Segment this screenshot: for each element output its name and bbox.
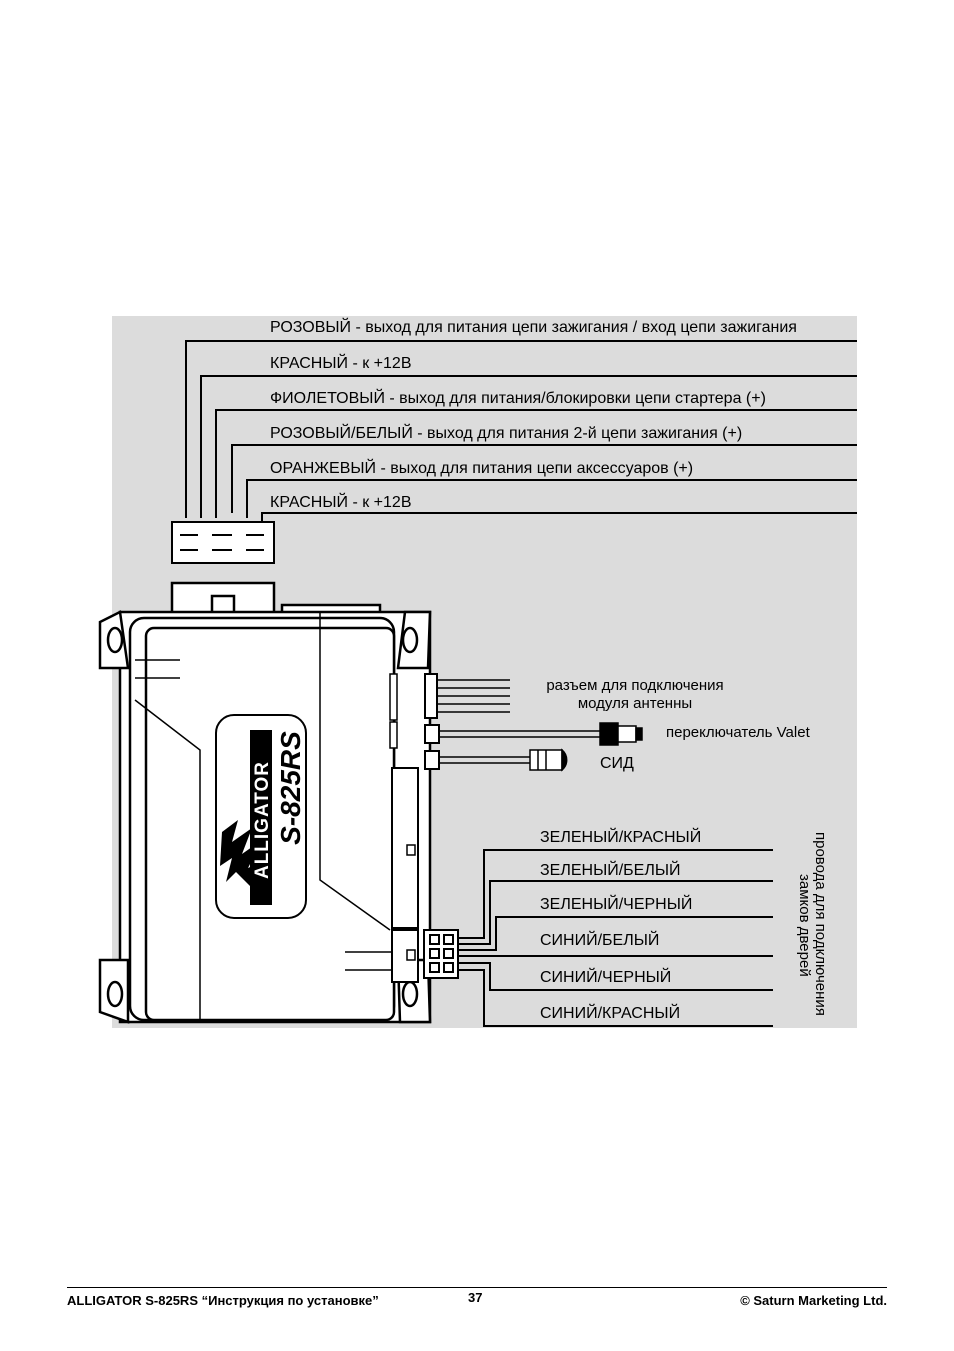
module-holes: [106, 626, 419, 1008]
top-wire-1-line: [185, 340, 857, 518]
antenna-label-line1: разъем для подключения: [546, 677, 723, 694]
device-brand: ALLIGATOR: [252, 761, 273, 879]
door-lock-connector: [423, 929, 459, 979]
door-wire-6-label: СИНИЙ/КРАСНЫЙ: [540, 1003, 680, 1022]
footer-copyright: © Saturn Marketing Ltd.: [740, 1293, 887, 1308]
door-caption-line1: провода для подключения: [812, 832, 829, 1016]
power-connector: [171, 521, 275, 564]
valet-label: переключатель Valet: [666, 724, 811, 741]
door-wire-labels: ЗЕЛЕНЫЙ/КРАСНЫЙ ЗЕЛЕНЫЙ/БЕЛЫЙ ЗЕЛЕНЫЙ/ЧЕ…: [540, 827, 701, 1022]
top-wire-4-label: РОЗОВЫЙ/БЕЛЫЙ - выход для питания 2-й це…: [270, 423, 742, 442]
led-icon: [529, 748, 568, 772]
footer-rule: [67, 1287, 887, 1288]
top-wire-1-label: РОЗОВЫЙ - выход для питания цепи зажиган…: [270, 317, 797, 336]
side-labels: разъем для подключения модуля антенны пе…: [546, 677, 810, 772]
top-wire-3-label: ФИОЛЕТОВЫЙ - выход для питания/блокировк…: [270, 388, 766, 407]
door-wire-3-line: [458, 916, 773, 951]
door-caption-line2: замков дверей: [796, 874, 813, 977]
door-lock-wires: [458, 849, 773, 1027]
door-wire-1-label: ЗЕЛЕНЫЙ/КРАСНЫЙ: [540, 827, 701, 846]
antenna-wires: [437, 679, 600, 764]
door-caption: провода для подключения замков дверей: [796, 832, 829, 1016]
device-label-plate: ALLIGATOR S-825RS: [215, 714, 307, 919]
valet-switch-icon: [599, 722, 643, 746]
alligator-logo-mark: [220, 820, 270, 890]
device-model: S-825RS: [275, 731, 306, 845]
door-wire-6-line: [458, 969, 773, 1027]
antenna-label-line2: модуля антенны: [578, 695, 692, 712]
door-wire-2-label: ЗЕЛЕНЫЙ/БЕЛЫЙ: [540, 860, 681, 879]
mount-hole-bottom-right: [401, 980, 419, 1008]
antenna-connector: [424, 673, 438, 719]
mount-hole-top-left: [106, 626, 124, 654]
footer-page-number: 37: [468, 1290, 483, 1305]
top-wire-harness: [185, 340, 857, 522]
top-wire-5-line: [246, 479, 857, 518]
mount-hole-top-right: [401, 626, 419, 654]
top-wire-2-line: [200, 375, 857, 518]
top-wire-6-label: КРАСНЫЙ - к +12В: [270, 492, 412, 511]
door-wire-1-line: [458, 849, 773, 939]
top-wire-2-label: КРАСНЫЙ - к +12В: [270, 353, 412, 372]
mount-hole-bottom-left: [106, 980, 124, 1008]
top-wire-5-label: ОРАНЖЕВЫЙ - выход для питания цепи аксес…: [270, 458, 693, 477]
module-details: [134, 612, 419, 1020]
door-wire-3-label: ЗЕЛЕНЫЙ/ЧЕРНЫЙ: [540, 894, 692, 913]
door-wire-5-label: СИНИЙ/ЧЕРНЫЙ: [540, 967, 671, 986]
led-connector: [424, 750, 440, 770]
top-wire-labels: РОЗОВЫЙ - выход для питания цепи зажиган…: [270, 317, 797, 511]
led-label: СИД: [600, 755, 634, 772]
door-wire-4-label: СИНИЙ/БЕЛЫЙ: [540, 930, 659, 949]
top-wire-4-line: [231, 444, 857, 513]
top-wire-6-line: [261, 512, 857, 522]
door-wire-5-line: [458, 962, 773, 991]
footer-doc-title: ALLIGATOR S-825RS “Инструкция по установ…: [67, 1293, 379, 1308]
top-wire-3-line: [215, 409, 857, 518]
valet-connector: [424, 724, 440, 744]
door-wire-2-line: [458, 880, 773, 945]
